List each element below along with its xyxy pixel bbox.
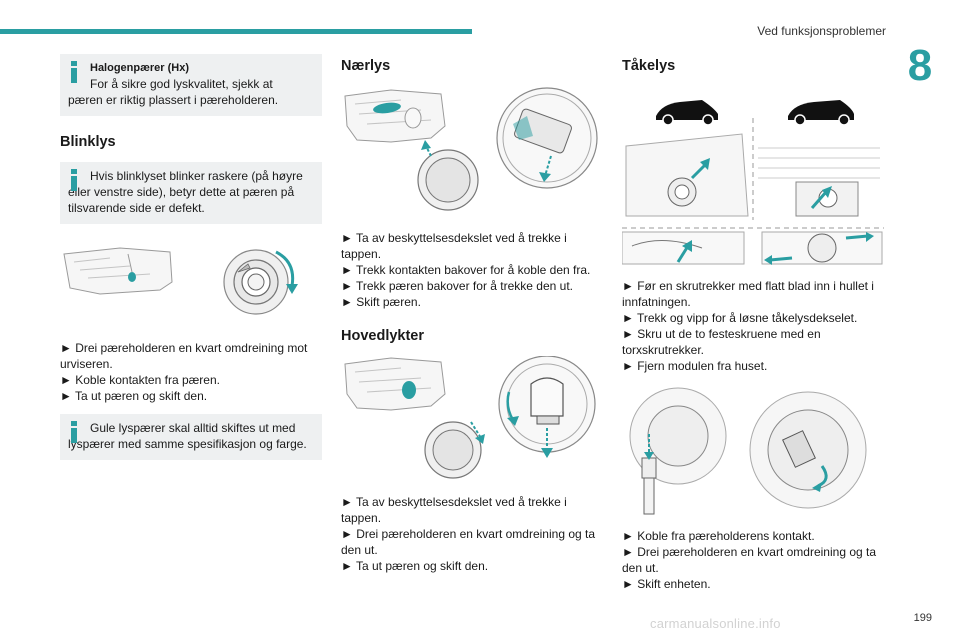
info-note-yellow-bulbs: Gule lyspærer skal alltid skiftes ut med…: [60, 414, 322, 460]
note-text: Hvis blinklyset blinker raskere (på høyr…: [68, 169, 303, 215]
chapter-number: 8: [907, 41, 933, 90]
step: ► Drei pæreholderen en kvart omdreining …: [341, 527, 596, 557]
info-icon: [69, 61, 79, 83]
steps-blinker: ► Drei pæreholderen en kvart omdreining …: [60, 340, 322, 404]
step: ► Drei pæreholderen en kvart omdreining …: [60, 341, 308, 371]
column-middle: Nærlys ► Ta av beskyttelsesdekslet ved å…: [341, 54, 603, 574]
section-title: Ved funksjonsproblemer: [757, 24, 886, 38]
step: ► Koble kontakten fra pæren.: [60, 373, 220, 387]
heading-naerlys: Nærlys: [341, 58, 391, 74]
note-text: For å sikre god lyskvalitet, sjekk at pæ…: [68, 77, 279, 107]
illustration-main-beam: [341, 355, 603, 480]
illustration-blinker-bulb: [60, 242, 322, 320]
info-icon: [69, 169, 79, 191]
heading-takelys: Tåkelys: [622, 58, 676, 74]
step: ► Drei pæreholderen en kvart omdreining …: [622, 545, 877, 575]
page-number: 199: [913, 612, 932, 624]
step: ► Trekk pæren bakover for å trekke den u…: [341, 279, 573, 293]
step: ► Skift enheten.: [622, 577, 711, 591]
illustration-low-beam: [341, 86, 603, 212]
steps-low-beam: ► Ta av beskyttelsesdekslet ved å trekke…: [341, 230, 603, 310]
heading-blinklys: Blinklys: [60, 134, 116, 150]
step: ► Ta ut pæren og skift den.: [341, 559, 489, 573]
step: ► Ta av beskyttelsesdekslet ved å trekke…: [341, 231, 567, 261]
step: ► Koble fra pæreholderens kontakt.: [622, 529, 815, 543]
step: ► Trekk og vipp for å løsne tåkelysdekse…: [622, 311, 858, 325]
illustration-fog-light-removal: [621, 86, 884, 266]
step: ► Fjern modulen fra huset.: [622, 359, 768, 373]
illustration-fog-bulb: [622, 386, 884, 516]
header-accent-bar: [0, 29, 472, 34]
watermark: carmanualsonline.info: [650, 616, 781, 631]
column-left: Halogenpærer (Hx) For å sikre god lyskva…: [60, 54, 322, 478]
heading-hovedlykter: Hovedlykter: [341, 328, 425, 344]
step: ► Skift pæren.: [341, 295, 421, 309]
step: ► Ta av beskyttelsesdekslet ved å trekke…: [341, 495, 567, 525]
step: ► Skru ut de to festeskruene med en torx…: [622, 327, 821, 357]
info-icon: [69, 421, 79, 443]
info-note-halogen: Halogenpærer (Hx) For å sikre god lyskva…: [60, 54, 322, 116]
note-text: Gule lyspærer skal alltid skiftes ut med…: [68, 421, 307, 451]
steps-main-beam: ► Ta av beskyttelsesdekslet ved å trekke…: [341, 494, 603, 574]
note-title: Halogenpærer (Hx): [90, 62, 190, 74]
step: ► Før en skrutrekker med flatt blad inn …: [622, 279, 874, 309]
column-right: Tåkelys: [621, 54, 884, 592]
steps-fog-bulb: ► Koble fra pæreholderens kontakt. ► Dre…: [622, 528, 884, 592]
step: ► Ta ut pæren og skift den.: [60, 389, 208, 403]
info-note-blinker: Hvis blinklyset blinker raskere (på høyr…: [60, 162, 322, 224]
step: ► Trekk kontakten bakover for å koble de…: [341, 263, 591, 277]
steps-fog-light-removal: ► Før en skrutrekker med flatt blad inn …: [622, 278, 884, 374]
